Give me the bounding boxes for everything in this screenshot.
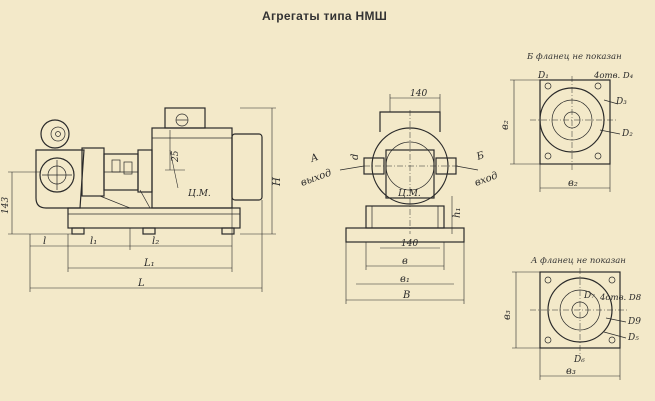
- flange-b-holes: 4отв. D₄: [593, 71, 634, 81]
- side-dim-H: H: [272, 177, 283, 187]
- front-dim-b: в: [402, 256, 408, 267]
- port-b-label: Б: [474, 150, 486, 163]
- bolt-hole-icon: [544, 276, 552, 284]
- base-frame: [67, 207, 241, 229]
- bolt-hole-icon: [544, 336, 552, 344]
- flange-b-b2-vertical: в₂: [500, 120, 511, 130]
- port-a-label: A: [308, 152, 320, 165]
- pump-body: [35, 149, 85, 209]
- flange-a-view: D₇ 4отв. D8 D9 D₅ D₆ в₃ в₃: [502, 268, 642, 380]
- side-view: Ц.М. 25 H 143 l l₁ l₂ L₁ L: [1, 107, 283, 292]
- side-dim-L: L: [137, 278, 145, 289]
- side-dim-143: 143: [1, 197, 11, 214]
- port-b-inlet: вход: [473, 170, 499, 188]
- port-a-outlet: выход: [299, 168, 333, 189]
- bolt-hole-icon: [608, 336, 616, 344]
- flange-a-D5: D₅: [627, 333, 639, 343]
- flange-b-note: Б фланец не показан: [527, 52, 622, 62]
- flange-b-D1: D₁: [537, 71, 549, 81]
- front-dim-d: d: [350, 154, 361, 160]
- flange-a-D7: D₇: [583, 291, 595, 301]
- flange-a-D9: D9: [627, 317, 641, 327]
- front-view: 140 d A выход Б вход Ц.М. h₁ 140 в в₁ В: [299, 89, 499, 304]
- flange-b-D3: D₃: [615, 97, 627, 107]
- side-dim-25: 25: [171, 150, 181, 163]
- bolt-hole-icon: [594, 152, 602, 160]
- flange-a-b3-horizontal: в₃: [566, 366, 576, 377]
- side-dim-L1: L₁: [143, 258, 155, 269]
- terminal-box: [164, 107, 206, 129]
- base-foot: [221, 227, 235, 235]
- bolt-hole-icon: [594, 82, 602, 90]
- front-dim-140-top: 140: [410, 89, 427, 99]
- bolt-hole-icon: [544, 82, 552, 90]
- front-center-of-mass: Ц.М.: [398, 189, 421, 199]
- side-center-of-mass: Ц.М.: [188, 189, 211, 199]
- bearing-housing: [81, 147, 105, 197]
- flange-a-holes: 4отв. D8: [599, 293, 642, 303]
- front-dim-140-bottom: 140: [401, 239, 418, 249]
- pump-rotor: [39, 157, 75, 193]
- bolt-hole-icon: [608, 276, 616, 284]
- flange-a-D6: D₆: [573, 355, 585, 365]
- side-dim-l2: l₂: [152, 236, 159, 247]
- flange-b-b2-horizontal: в₂: [568, 178, 578, 189]
- flange-a-note: А фланец не показан: [531, 256, 626, 266]
- flange-a-b3-vertical: в₃: [502, 310, 513, 320]
- flange-b-view: D₁ 4отв. D₄ D₃ D₂ в₂ в₂: [500, 71, 634, 192]
- front-dim-b1: в₁: [400, 274, 410, 285]
- base-foot: [142, 227, 156, 235]
- side-dim-l: l: [43, 236, 46, 247]
- side-dim-l1: l₁: [90, 236, 97, 247]
- motor-fan-cover: [231, 133, 263, 201]
- front-dim-h1: h₁: [452, 208, 463, 218]
- base-foot: [71, 227, 85, 235]
- flange-b-D2: D₂: [621, 129, 633, 139]
- reduction-valve: [40, 119, 70, 149]
- bolt-hole-icon: [544, 152, 552, 160]
- front-dim-B: В: [402, 290, 410, 301]
- drawing-title: Агрегаты типа НМШ: [262, 9, 388, 23]
